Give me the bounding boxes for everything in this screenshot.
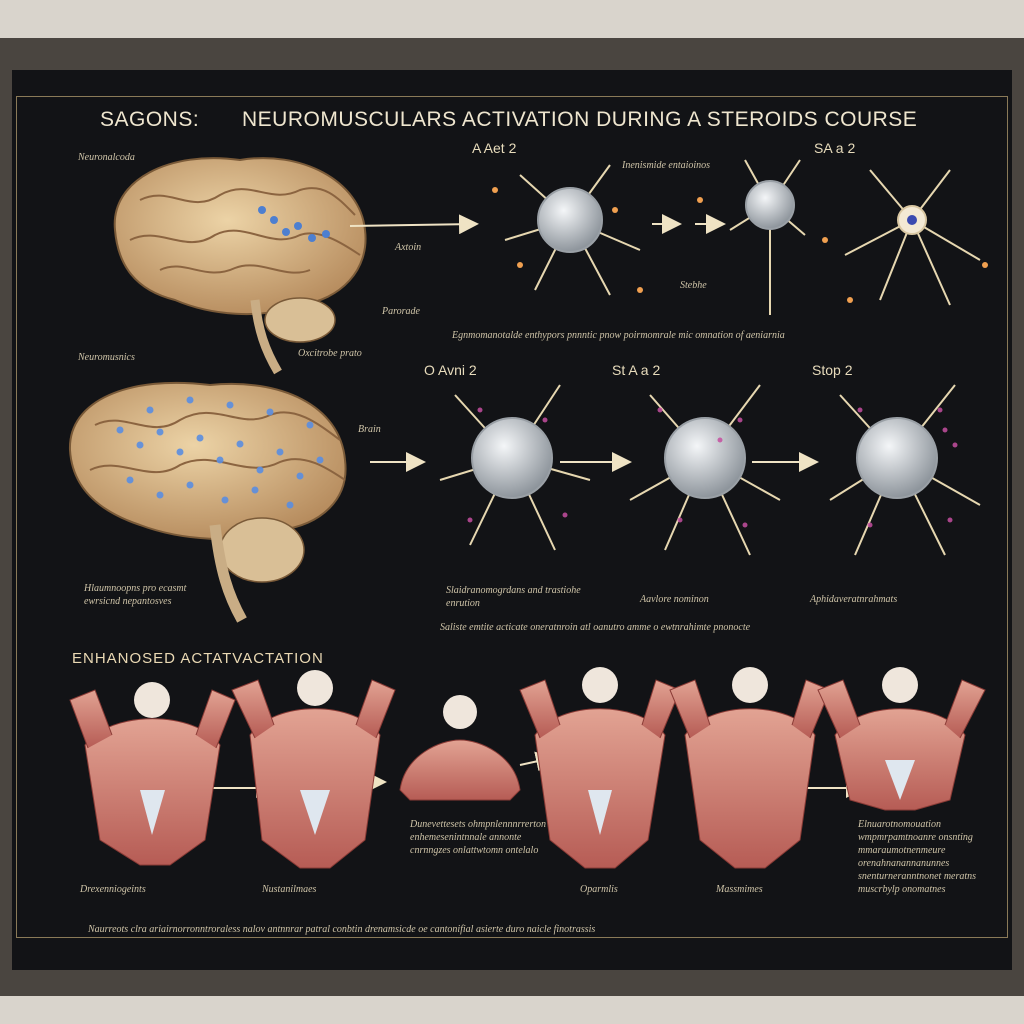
brain-top-label-d: Oxcitrobe prato [298,348,362,359]
row2-stage-3: Stop 2 [812,362,853,378]
row3-right-note: Elnuarotnomouation wmpmrpamtnoanre onsnt… [858,819,977,895]
figure-1 [69,682,236,866]
row2-caption-3: Aphidaveratnrahmats [810,594,898,605]
row3-caption-4: Massmimes [716,884,763,895]
row2-caption-2: Aavlore nominon [640,594,709,605]
title-prefix: SAGONS: [100,108,200,131]
title-main: NEUROMUSCULARS ACTIVATION DURING A STERO… [242,108,918,131]
neuron-r2-a [439,384,591,551]
brain-top-label-a: Neuronalcoda [78,152,135,163]
footer-caption: Naurreots clra ariairnorronntroraless na… [88,924,596,935]
row1-caption: Egnmomanotalde enthypors pnnntic pnow po… [452,330,785,341]
brain-top-illustration [113,157,367,375]
row2-stage-1: O Avni 2 [424,362,477,378]
figure-6 [817,667,986,811]
figure-3 [399,695,521,801]
figure-2 [231,670,396,869]
brain-bottom-label-a: Brain [358,424,381,435]
brain-bottom-caption: Hlaumnoopns pro ecasmt ewrsicnd nepantos… [84,583,187,607]
row3-caption-3: Oparmlis [580,884,618,895]
row1-note-top: Inenismide entaioinos [622,160,711,171]
row1-note-mid: Stebhe [680,280,707,291]
neuron-r2-b [629,384,781,556]
neuron-r1-a [504,164,641,296]
muscle-figures [69,667,986,869]
inner-border [16,96,1008,938]
neuron-row-1 [504,159,981,315]
neuron-r2-c [829,384,981,556]
brain-bottom-illustration [68,381,347,623]
row2-stage-2: St A a 2 [612,362,661,378]
row2-caption: Saliste emtite acticate oneratnroin atl … [440,622,751,633]
brain-top-label-e: Neuromusnics [78,352,135,363]
row3-mid-note: Dunevettesets ohmpnlennnrrerton enhemese… [410,819,546,856]
neuron-r1-c [844,169,981,306]
neuron-r1-b [729,159,806,315]
row2-caption-1: Slaidranomogrdans and trastiohe enrution [446,585,581,609]
row1-stage-1: A Aet 2 [472,140,517,156]
brain-top-label-c: Parorade [382,306,420,317]
row1-stage-2: SA a 2 [814,140,856,156]
brain-top-label-b: Axtoin [395,242,422,253]
row3-caption-2: Nustanilmaes [262,884,317,895]
section-label: ENHANOSED ACTATVACTATION [72,650,324,667]
figure-4 [519,667,681,869]
neuron-row-2 [439,384,981,556]
row3-caption-1: Drexenniogeints [80,884,146,895]
figure-5 [669,667,831,869]
